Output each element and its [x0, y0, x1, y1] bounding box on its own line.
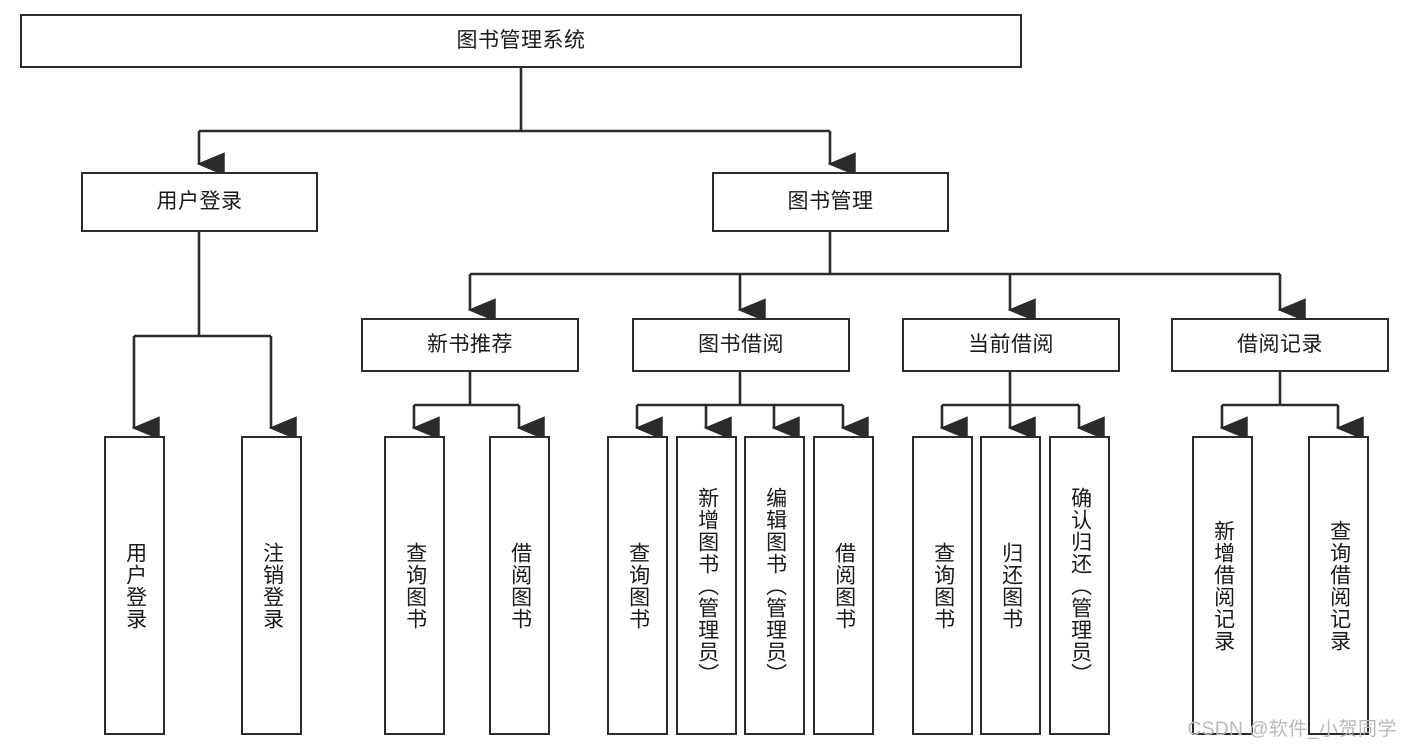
- leaf-user-logout-label: 注销登录: [260, 541, 284, 630]
- leaf-query-record-label: 查询借阅记录: [1327, 519, 1351, 652]
- node-user-login[interactable]: 用户登录: [81, 172, 318, 232]
- node-borrow-record[interactable]: 借阅记录: [1171, 318, 1389, 372]
- leaf-query-book-2[interactable]: 查询图书: [607, 436, 668, 735]
- leaf-query-book-1[interactable]: 查询图书: [384, 436, 445, 735]
- leaf-query-book-3[interactable]: 查询图书: [912, 436, 973, 735]
- node-current-borrow-label: 当前借阅: [968, 333, 1054, 357]
- leaf-borrow-book-1-label: 借阅图书: [508, 541, 532, 630]
- leaf-return-book[interactable]: 归还图书: [980, 436, 1041, 735]
- leaf-add-book-label: 新增图书（管理员）: [695, 486, 719, 685]
- node-book-borrow-label: 图书借阅: [698, 333, 784, 357]
- leaf-add-record[interactable]: 新增借阅记录: [1192, 436, 1253, 735]
- node-book-management-label: 图书管理: [787, 190, 874, 214]
- leaf-add-record-label: 新增借阅记录: [1211, 519, 1235, 652]
- node-root-system[interactable]: 图书管理系统: [20, 14, 1022, 68]
- leaf-query-record[interactable]: 查询借阅记录: [1308, 436, 1369, 735]
- node-user-login-label: 用户登录: [156, 190, 243, 214]
- node-book-management[interactable]: 图书管理: [712, 172, 949, 232]
- leaf-query-book-1-label: 查询图书: [403, 541, 427, 630]
- leaf-query-book-2-label: 查询图书: [626, 541, 650, 630]
- leaf-user-login-label: 用户登录: [123, 541, 147, 630]
- node-borrow-record-label: 借阅记录: [1237, 333, 1323, 357]
- leaf-confirm-return-label: 确认归还（管理员）: [1068, 486, 1092, 685]
- watermark-text: CSDN @软件_小贺同学: [1187, 719, 1397, 740]
- node-current-borrow[interactable]: 当前借阅: [902, 318, 1120, 372]
- node-book-borrow[interactable]: 图书借阅: [632, 318, 850, 372]
- leaf-borrow-book-2[interactable]: 借阅图书: [813, 436, 874, 735]
- leaf-edit-book[interactable]: 编辑图书（管理员）: [744, 436, 805, 735]
- node-new-book-recommend-label: 新书推荐: [427, 333, 513, 357]
- leaf-edit-book-label: 编辑图书（管理员）: [763, 486, 787, 685]
- leaf-user-login[interactable]: 用户登录: [104, 436, 165, 735]
- leaf-confirm-return[interactable]: 确认归还（管理员）: [1049, 436, 1110, 735]
- node-new-book-recommend[interactable]: 新书推荐: [361, 318, 579, 372]
- node-root-system-label: 图书管理系统: [456, 29, 586, 53]
- leaf-borrow-book-2-label: 借阅图书: [832, 541, 856, 630]
- leaf-query-book-3-label: 查询图书: [931, 541, 955, 630]
- leaf-add-book[interactable]: 新增图书（管理员）: [676, 436, 737, 735]
- leaf-user-logout[interactable]: 注销登录: [241, 436, 302, 735]
- leaf-borrow-book-1[interactable]: 借阅图书: [489, 436, 550, 735]
- leaf-return-book-label: 归还图书: [999, 541, 1023, 630]
